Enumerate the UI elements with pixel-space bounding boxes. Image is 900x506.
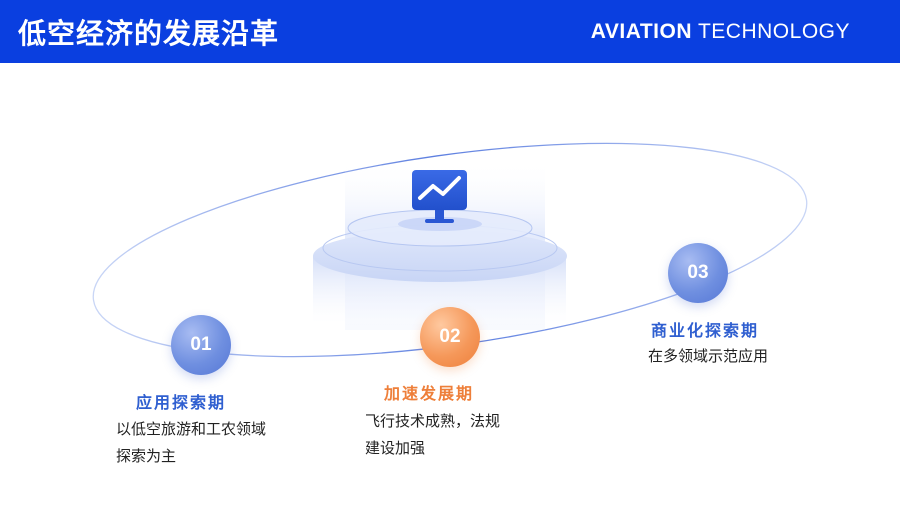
step-02-title: 加速发展期	[384, 384, 475, 403]
step-03-circle: 03	[668, 243, 728, 303]
step-02-circle: 02	[420, 307, 480, 367]
brand-light: TECHNOLOGY	[692, 20, 850, 43]
step-01-circle: 01	[171, 315, 231, 375]
step-03-desc: 在多领域示范应用	[648, 343, 768, 370]
chart-monitor-icon	[412, 170, 467, 223]
step-02-desc: 飞行技术成熟，法规 建设加强	[365, 408, 500, 462]
step-02-desc-line-2: 建设加强	[365, 439, 426, 457]
pedestal	[313, 160, 567, 330]
step-02-desc-line-1: 飞行技术成熟，法规	[365, 412, 501, 430]
step-01-desc-line-1: 以低空旅游和工农领域	[116, 420, 267, 438]
brand-label: AVIATION TECHNOLOGY	[591, 20, 850, 44]
step-03-desc-line-1: 在多领域示范应用	[648, 347, 769, 365]
page-title: 低空经济的发展沿革	[18, 17, 280, 50]
brand-bold: AVIATION	[590, 20, 693, 43]
step-01-desc-line-2: 探索为主	[116, 447, 177, 465]
header-bar: 低空经济的发展沿革 AVIATION TECHNOLOGY	[0, 0, 900, 63]
step-01-desc: 以低空旅游和工农领域 探索为主	[116, 416, 266, 470]
step-03-title: 商业化探索期	[651, 321, 760, 340]
step-01-title: 应用探索期	[136, 393, 227, 412]
